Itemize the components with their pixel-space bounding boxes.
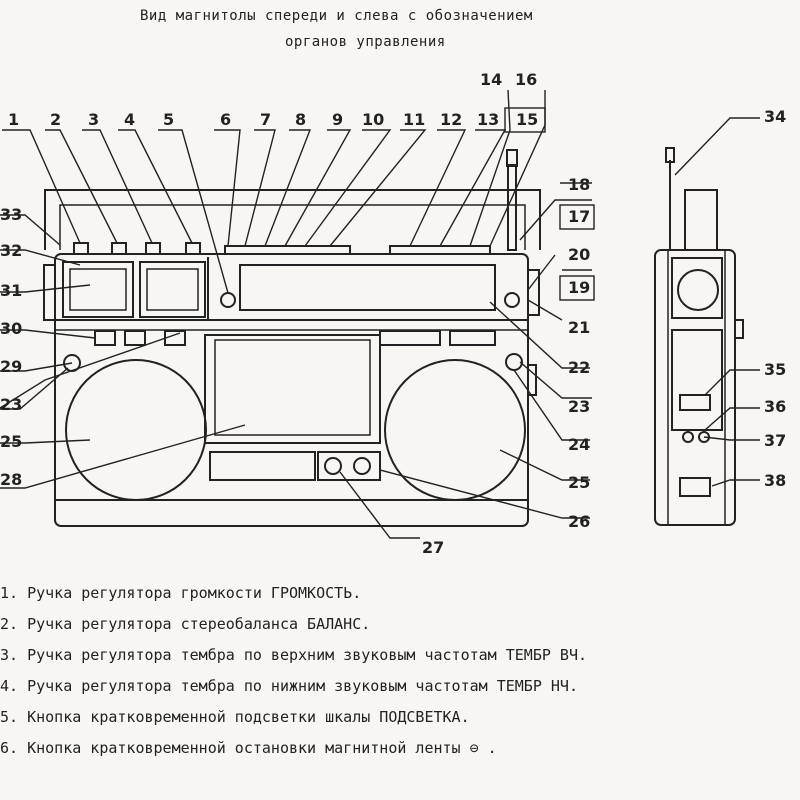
callout-34: 34 (764, 107, 786, 126)
switch-3 (164, 330, 186, 346)
jack-panel (317, 451, 381, 481)
tuning-indicator (504, 292, 520, 308)
callout-25-left: 25 (0, 432, 22, 451)
side-control-right (527, 364, 537, 396)
bottom-panel (209, 451, 316, 481)
antenna-tip (506, 149, 518, 167)
callout-24: 24 (568, 435, 590, 454)
callout-3: 3 (88, 110, 99, 129)
diagram-title-line1: Вид магнитолы спереди и слева с обозначе… (140, 8, 533, 24)
knob-treble (145, 242, 161, 255)
callout-33: 33 (0, 205, 22, 224)
knob-balance (111, 242, 127, 255)
side-view-power-socket (679, 477, 711, 497)
callout-31: 31 (0, 281, 22, 300)
callout-36: 36 (764, 397, 786, 416)
callout-23-left: 23 (0, 395, 22, 414)
callout-23-right: 23 (568, 397, 590, 416)
side-knob-left (43, 264, 56, 321)
callout-11: 11 (403, 110, 425, 129)
callout-1: 1 (8, 110, 19, 129)
tape-keys-right (389, 245, 491, 255)
callout-29: 29 (0, 357, 22, 376)
callout-4: 4 (124, 110, 135, 129)
cassette-window (214, 339, 371, 436)
callout-2: 2 (50, 110, 61, 129)
callout-10: 10 (362, 110, 384, 129)
cassette-compartment (204, 334, 381, 444)
switch-5 (449, 330, 496, 346)
callout-9: 9 (332, 110, 343, 129)
switch-1 (94, 330, 116, 346)
legend-item: 4. Ручка регулятора тембра по нижним зву… (0, 677, 578, 695)
callout-26: 26 (568, 512, 590, 531)
callout-22: 22 (568, 358, 590, 377)
callout-5: 5 (163, 110, 174, 129)
callout-20: 20 (568, 245, 590, 264)
tape-keys (224, 245, 351, 255)
callout-14: 14 (480, 70, 502, 89)
stereo-lamp-right (505, 353, 523, 371)
side-view-handle (684, 189, 718, 251)
switch-4 (379, 330, 441, 346)
side-view-switch (679, 394, 711, 411)
callout-6: 6 (220, 110, 231, 129)
callout-35: 35 (764, 360, 786, 379)
callout-18: 18 (568, 175, 590, 194)
callout-21: 21 (568, 318, 590, 337)
callout-16: 16 (515, 70, 537, 89)
callout-13: 13 (477, 110, 499, 129)
callout-37: 37 (764, 431, 786, 450)
speaker-right (384, 359, 526, 501)
jack-1 (324, 457, 342, 475)
switch-2 (124, 330, 146, 346)
tuning-scale (239, 264, 496, 311)
radio-diagram: 1 2 3 4 5 6 7 8 9 10 11 12 13 14 15 16 1… (0, 70, 786, 557)
callout-7: 7 (260, 110, 271, 129)
speaker-left (65, 359, 207, 501)
legend-item: 1. Ручка регулятора громкости ГРОМКОСТЬ. (0, 584, 362, 602)
knob-volume (73, 242, 89, 255)
side-view-jack-1 (682, 431, 694, 443)
callout-12: 12 (440, 110, 462, 129)
diagram-title-line2: органов управления (285, 34, 446, 50)
antenna (507, 164, 517, 251)
side-view-speaker (677, 269, 719, 311)
callout-28: 28 (0, 470, 22, 489)
callout-8: 8 (295, 110, 306, 129)
level-meter-right (139, 261, 206, 318)
legend-item: 5. Кнопка кратковременной подсветки шкал… (0, 708, 470, 726)
callout-17: 17 (568, 207, 590, 226)
callout-15: 15 (516, 110, 538, 129)
legend-list: 1. Ручка регулятора громкости ГРОМКОСТЬ.… (0, 578, 587, 764)
legend-item: 3. Ручка регулятора тембра по верхним зв… (0, 646, 587, 664)
callout-27: 27 (422, 538, 444, 557)
knob-bass (185, 242, 201, 255)
jack-2 (353, 457, 371, 475)
callout-19: 19 (568, 278, 590, 297)
callout-25-right: 25 (568, 473, 590, 492)
carry-handle (44, 189, 541, 250)
callout-38: 38 (764, 471, 786, 490)
legend-item: 6. Кнопка кратковременной остановки магн… (0, 739, 497, 757)
legend-item: 2. Ручка регулятора стереобаланса БАЛАНС… (0, 615, 371, 633)
side-knob-right (527, 269, 540, 316)
callout-32: 32 (0, 241, 22, 260)
button-tape-pause (220, 292, 236, 308)
callout-30: 30 (0, 319, 22, 338)
level-meter-left (62, 261, 134, 318)
carry-handle-inner (59, 204, 526, 250)
